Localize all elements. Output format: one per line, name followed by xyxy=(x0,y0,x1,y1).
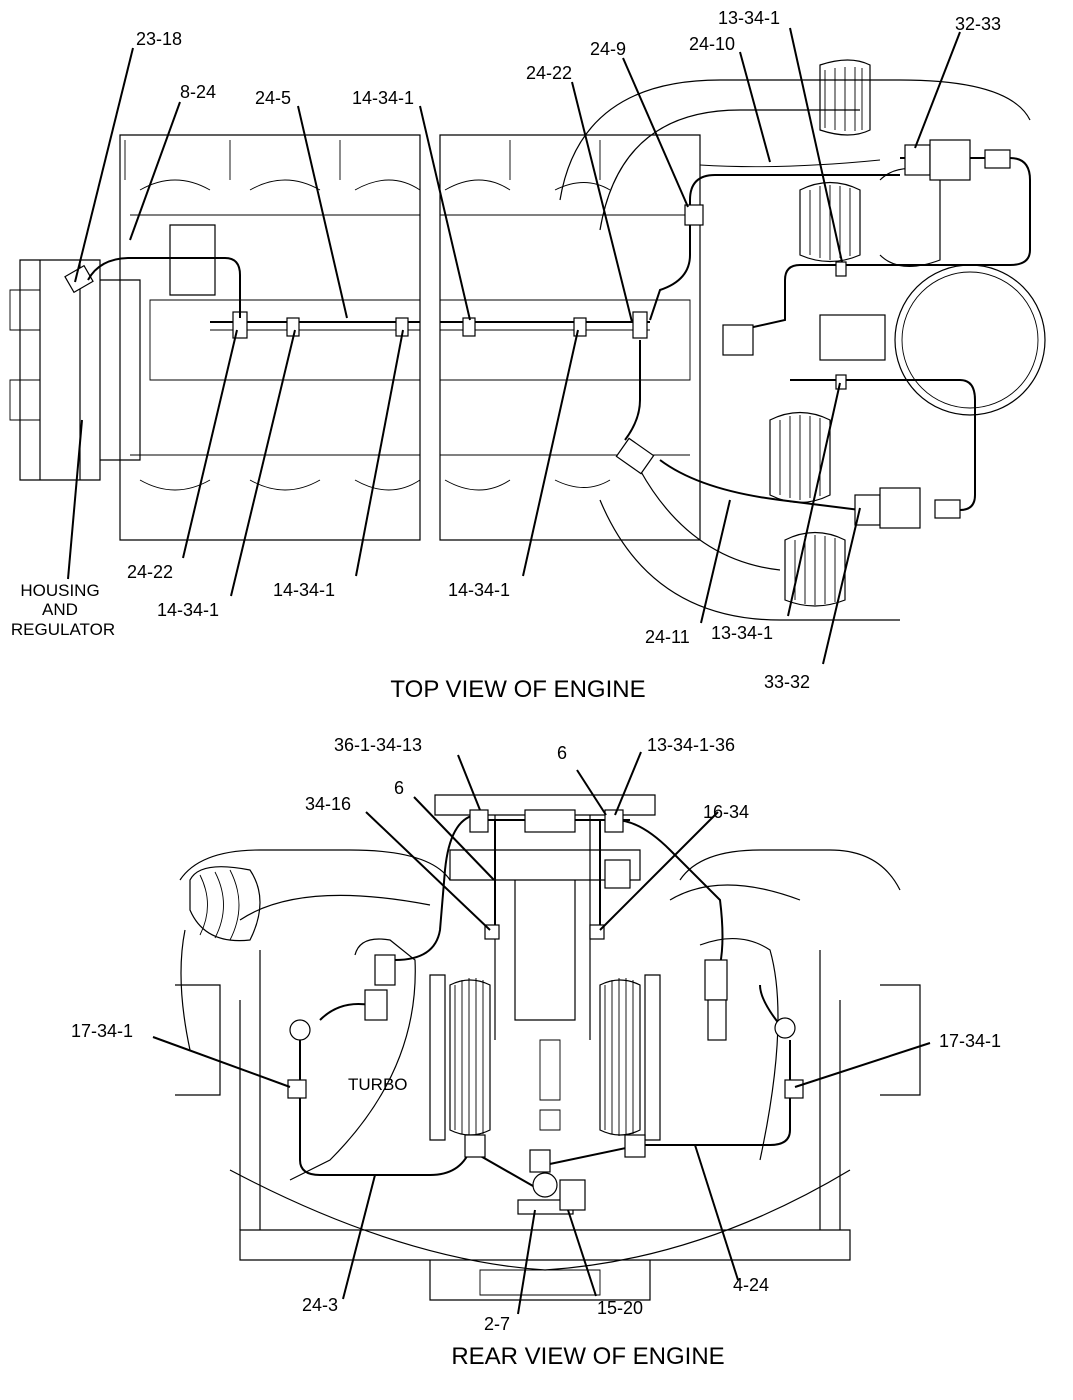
rear-view-drawing xyxy=(152,751,931,1315)
callout-24-5: 24-5 xyxy=(255,88,291,108)
callout-32-33: 32-33 xyxy=(955,14,1001,34)
callout-13-34-1-top: 13-34-1 xyxy=(718,8,780,28)
housing-label-line1: HOUSING xyxy=(20,581,99,600)
callout-24-10: 24-10 xyxy=(689,34,735,54)
callout-34-16: 34-16 xyxy=(305,794,351,814)
callout-33-32: 33-32 xyxy=(764,672,810,692)
housing-label-line2: AND xyxy=(42,600,78,619)
callout-14-34-1-a: 14-34-1 xyxy=(157,600,219,620)
callout-24-9: 24-9 xyxy=(590,39,626,59)
callout-14-34-1-c: 14-34-1 xyxy=(448,580,510,600)
callout-16-34: 16-34 xyxy=(703,802,749,822)
callout-23-18: 23-18 xyxy=(136,29,182,49)
top-right-turbo-drawing xyxy=(559,59,1046,621)
callout-24-11: 24-11 xyxy=(645,627,690,647)
callout-24-22-top: 24-22 xyxy=(526,63,572,83)
callout-13-34-1-bottom: 13-34-1 xyxy=(711,623,773,643)
callout-13-34-1-36: 13-34-1-36 xyxy=(647,735,735,755)
rear-view-title: REAR VIEW OF ENGINE xyxy=(451,1343,724,1370)
top-view-labels: 23-18 8-24 24-5 14-34-1 24-22 24-9 24-10… xyxy=(11,8,1001,703)
callout-15-20: 15-20 xyxy=(597,1298,643,1318)
top-view-title: TOP VIEW OF ENGINE xyxy=(390,676,645,703)
housing-label-line3: REGULATOR xyxy=(11,620,115,639)
callout-8-24: 8-24 xyxy=(180,82,216,102)
callout-2-7: 2-7 xyxy=(484,1314,510,1334)
callout-17-34-1-right: 17-34-1 xyxy=(939,1031,1001,1051)
callout-17-34-1-left: 17-34-1 xyxy=(71,1021,133,1041)
callout-4-24: 4-24 xyxy=(733,1275,769,1295)
callout-6-right: 6 xyxy=(557,743,567,763)
rear-view-labels: 36-1-34-13 6 13-34-1-36 34-16 6 16-34 17… xyxy=(71,735,1001,1370)
cylinder-heads-top xyxy=(139,179,611,491)
top-view-drawing xyxy=(9,27,1046,665)
callout-36-1-34-13: 36-1-34-13 xyxy=(334,735,422,755)
rear-view-leaders xyxy=(152,751,931,1315)
turbo-label: TURBO xyxy=(348,1075,408,1094)
callout-24-3: 24-3 xyxy=(302,1295,338,1315)
callout-14-34-1-b: 14-34-1 xyxy=(273,580,335,600)
callout-14-34-1-top: 14-34-1 xyxy=(352,88,414,108)
callout-6-left: 6 xyxy=(394,778,404,798)
callout-24-22-bottom: 24-22 xyxy=(127,562,173,582)
top-view-leaders xyxy=(67,27,961,665)
